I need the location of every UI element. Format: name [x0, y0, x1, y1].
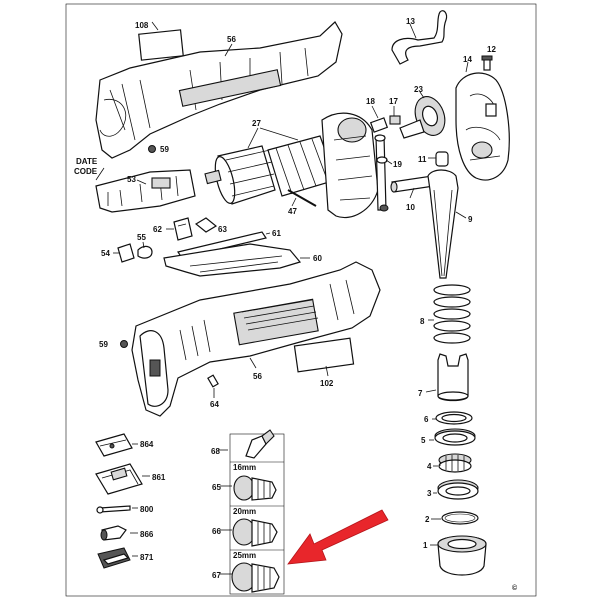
- lower-housing-shell: [131, 261, 381, 417]
- callout-871: 871: [140, 553, 154, 562]
- screw-12: [481, 55, 493, 71]
- callout-47: 47: [288, 207, 297, 216]
- callout-68: 68: [211, 447, 220, 456]
- label-102-tag: [293, 337, 355, 373]
- callout-4: 4: [427, 462, 432, 471]
- crank-gear-23: [399, 96, 446, 139]
- block-54: [117, 243, 135, 263]
- callout-13: 13: [406, 17, 415, 26]
- callout-53: 53: [127, 175, 136, 184]
- callout-5: 5: [421, 436, 426, 445]
- callout-23: 23: [414, 85, 423, 94]
- callout-6: 6: [424, 415, 429, 424]
- die-size-table: [229, 433, 285, 595]
- collet-4: [438, 453, 472, 473]
- punch-68: [245, 429, 275, 459]
- upper-housing-shell: [95, 21, 343, 159]
- label-108-tag: [138, 21, 184, 61]
- kit-case-864: [95, 433, 133, 457]
- size-16mm: 16mm: [233, 463, 256, 472]
- callout-864: 864: [140, 440, 154, 449]
- motor-end-housing: [321, 112, 379, 219]
- battery-871: [97, 547, 131, 569]
- callout-9: 9: [468, 215, 473, 224]
- rail-60: [163, 243, 302, 277]
- bracket-62: [173, 217, 193, 241]
- spring-8: [433, 284, 471, 344]
- callout-14: 14: [463, 55, 472, 64]
- callout-12: 12: [487, 45, 496, 54]
- callout-62: 62: [153, 225, 162, 234]
- callout-866: 866: [140, 530, 154, 539]
- callout-800: 800: [140, 505, 154, 514]
- die-65: [233, 475, 277, 501]
- rod-47: [287, 189, 317, 207]
- clip-63: [194, 217, 218, 233]
- wrench-800: [96, 505, 131, 514]
- sleeve-7: [437, 353, 469, 402]
- callout-102: 102: [320, 379, 334, 388]
- callout-108: 108: [135, 21, 149, 30]
- callout-2: 2: [425, 515, 430, 524]
- switch-assembly: [95, 169, 196, 213]
- callout-861: 861: [152, 473, 166, 482]
- washer-6: [435, 411, 473, 425]
- wire-clip-13: [391, 10, 448, 65]
- frame-border: [65, 3, 537, 597]
- callout-66: 66: [212, 527, 221, 536]
- base-cap-1: [437, 535, 487, 576]
- size-20mm: 20mm: [233, 507, 256, 516]
- red-pointer-arrow-icon: [287, 509, 389, 565]
- gear-cover-14: [455, 72, 510, 181]
- callout-10: 10: [406, 203, 415, 212]
- callout-56-lower: 56: [253, 372, 262, 381]
- callout-17: 17: [389, 97, 398, 106]
- screw-59-lower: [120, 340, 128, 348]
- screw-59-upper: [148, 145, 156, 153]
- nut-5: [434, 428, 476, 446]
- callout-54: 54: [101, 249, 110, 258]
- copyright-mark: ©: [512, 584, 518, 592]
- battery-pin-866: [100, 525, 127, 541]
- callout-67: 67: [212, 571, 221, 580]
- screw-64: [207, 374, 219, 388]
- callout-61: 61: [272, 229, 281, 238]
- callout-11: 11: [418, 155, 427, 164]
- callout-55: 55: [137, 233, 146, 242]
- callout-8: 8: [420, 317, 425, 326]
- callout-18: 18: [366, 97, 375, 106]
- callout-3: 3: [427, 489, 432, 498]
- callout-63: 63: [218, 225, 227, 234]
- bushing-11: [435, 151, 449, 167]
- plunger-pin-assembly: [369, 115, 401, 212]
- callout-19: 19: [393, 160, 402, 169]
- callout-60: 60: [313, 254, 322, 263]
- o-ring-2: [441, 511, 479, 525]
- ring-3: [437, 479, 479, 500]
- plunger-rod-10: [390, 175, 435, 193]
- callout-59-lower: 59: [99, 340, 108, 349]
- size-25mm: 25mm: [233, 551, 256, 560]
- cone-blade-9: [427, 169, 459, 279]
- carry-case-861: [95, 463, 143, 495]
- motor-armature-field: [204, 135, 337, 205]
- callout-65: 65: [212, 483, 221, 492]
- callout-1: 1: [423, 541, 428, 550]
- callout-59-upper: 59: [160, 145, 169, 154]
- callout-7: 7: [418, 389, 423, 398]
- die-67: [231, 562, 280, 593]
- die-66: [232, 518, 278, 547]
- callout-56-upper: 56: [227, 35, 236, 44]
- callout-64: 64: [210, 400, 219, 409]
- spring-clip-55: [137, 245, 153, 259]
- callout-27: 27: [252, 119, 261, 128]
